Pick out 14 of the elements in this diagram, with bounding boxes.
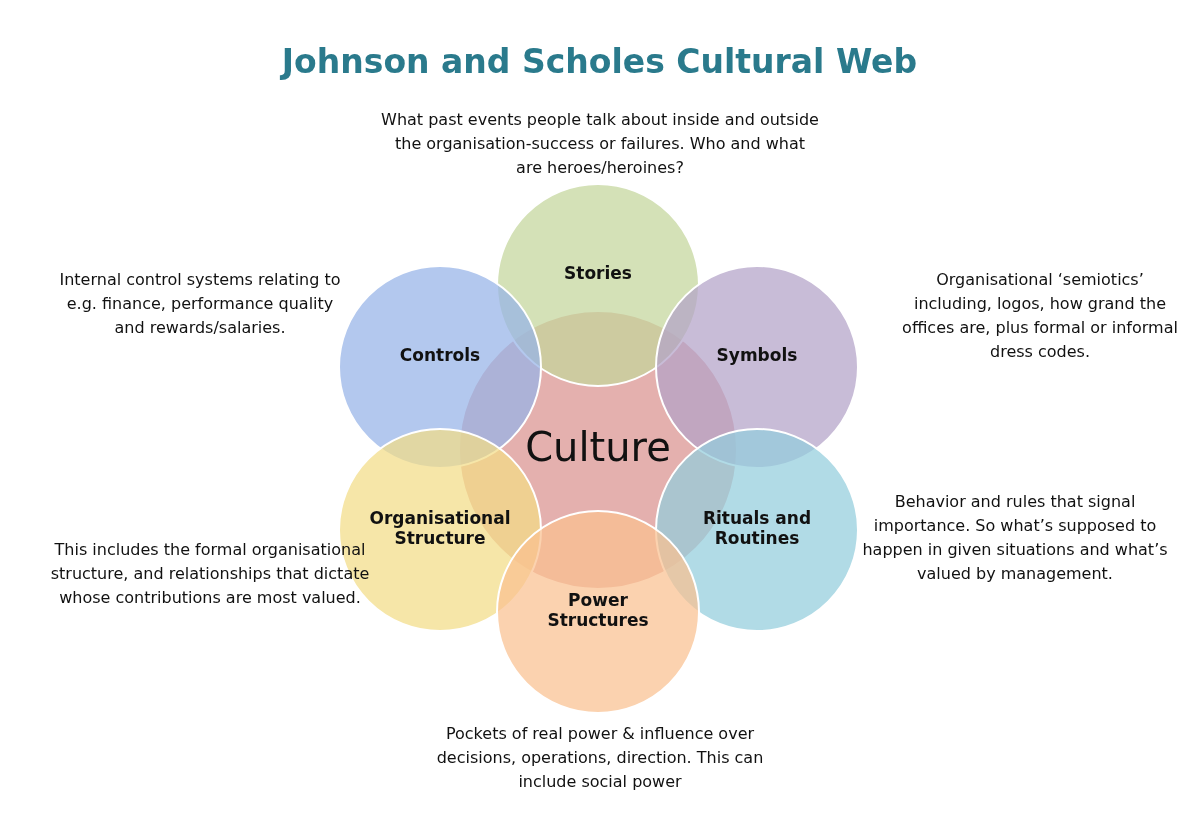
description-text: What past events people talk about inside and outside the organisation-success or failures. Who and what are heroes/heroines? [380,109,820,179]
description-text: Behavior and rules that signal importance. So what’s supposed to happen in given situations and what’s valued by management. [861,491,1169,585]
circle-label: Symbols [715,345,799,365]
circle-label: Rituals and Routines [701,508,813,548]
description-text: Internal control systems relating to e.g. finance, performance quality and rewards/salaries. [58,269,342,339]
circle-label: Controls [398,345,482,365]
description-text: Pockets of real power & influence over decisions, operations, direction. This can include social power [435,723,765,793]
circle-label: Organisational Structure [368,508,512,548]
circle-label: Stories [563,263,633,283]
center-label: Culture [524,424,672,470]
description-text: Organisational ‘semiotics’ including, logos, how grand the offices are, plus formal or informal dress codes. [901,269,1179,363]
description-text: This includes the formal organisational structure, and relationships that dictate whose contributions are most valued. [49,539,371,609]
diagram-title: Johnson and Scholes Cultural Web [279,42,919,81]
circle-label: Power Structures [546,590,650,630]
